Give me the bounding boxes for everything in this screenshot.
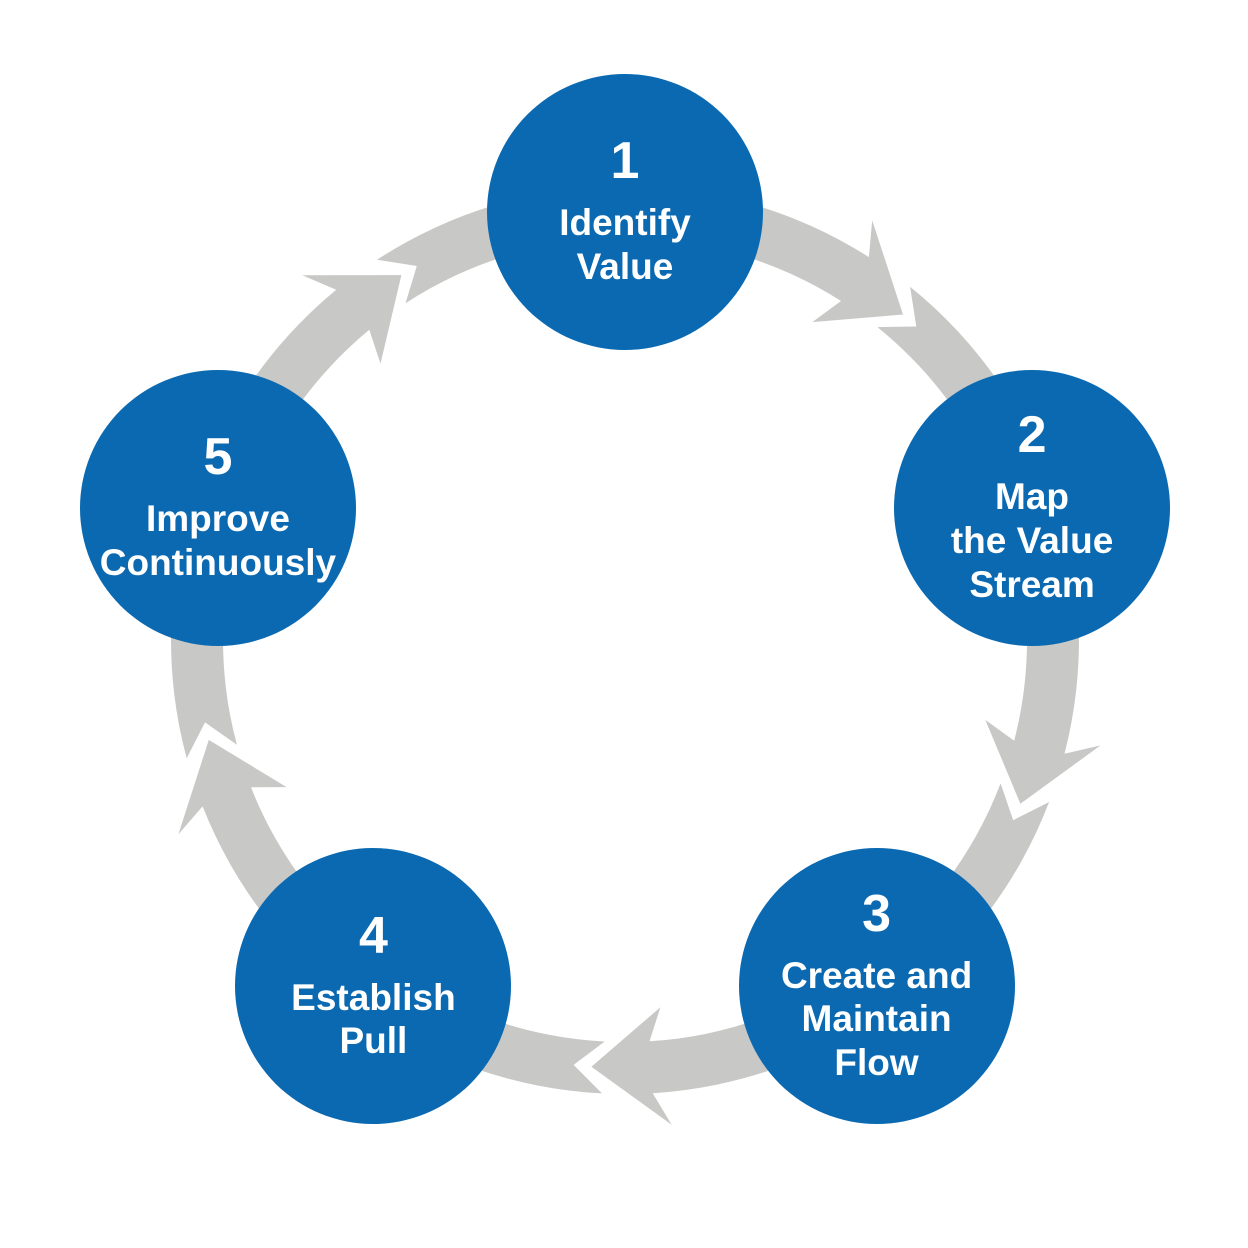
step-number: 5 bbox=[203, 428, 233, 487]
step-circle-2: 2 Map the Value Stream bbox=[894, 369, 1171, 646]
step-circle-1: 1 Identify Value bbox=[487, 74, 763, 350]
step-label: Improve Continuously bbox=[99, 498, 337, 583]
step-number: 4 bbox=[358, 906, 388, 965]
step-circle-4: 4 Establish Pull bbox=[235, 848, 512, 1125]
step-label: Identify Value bbox=[559, 202, 691, 287]
step-label: Map the Value Stream bbox=[950, 476, 1114, 605]
arrow-segment-3 bbox=[591, 783, 1050, 1125]
step-label: Establish Pull bbox=[291, 976, 456, 1062]
step-label: Create and Maintain Flow bbox=[780, 954, 973, 1084]
arrow-segment-2 bbox=[877, 286, 1101, 804]
step-number: 2 bbox=[1017, 406, 1047, 465]
step-number: 3 bbox=[862, 884, 892, 943]
step-circle-5: 5 Improve Continuously bbox=[79, 369, 356, 646]
step-number: 1 bbox=[610, 132, 640, 191]
step-circle-3: 3 Create and Maintain Flow bbox=[738, 848, 1015, 1125]
